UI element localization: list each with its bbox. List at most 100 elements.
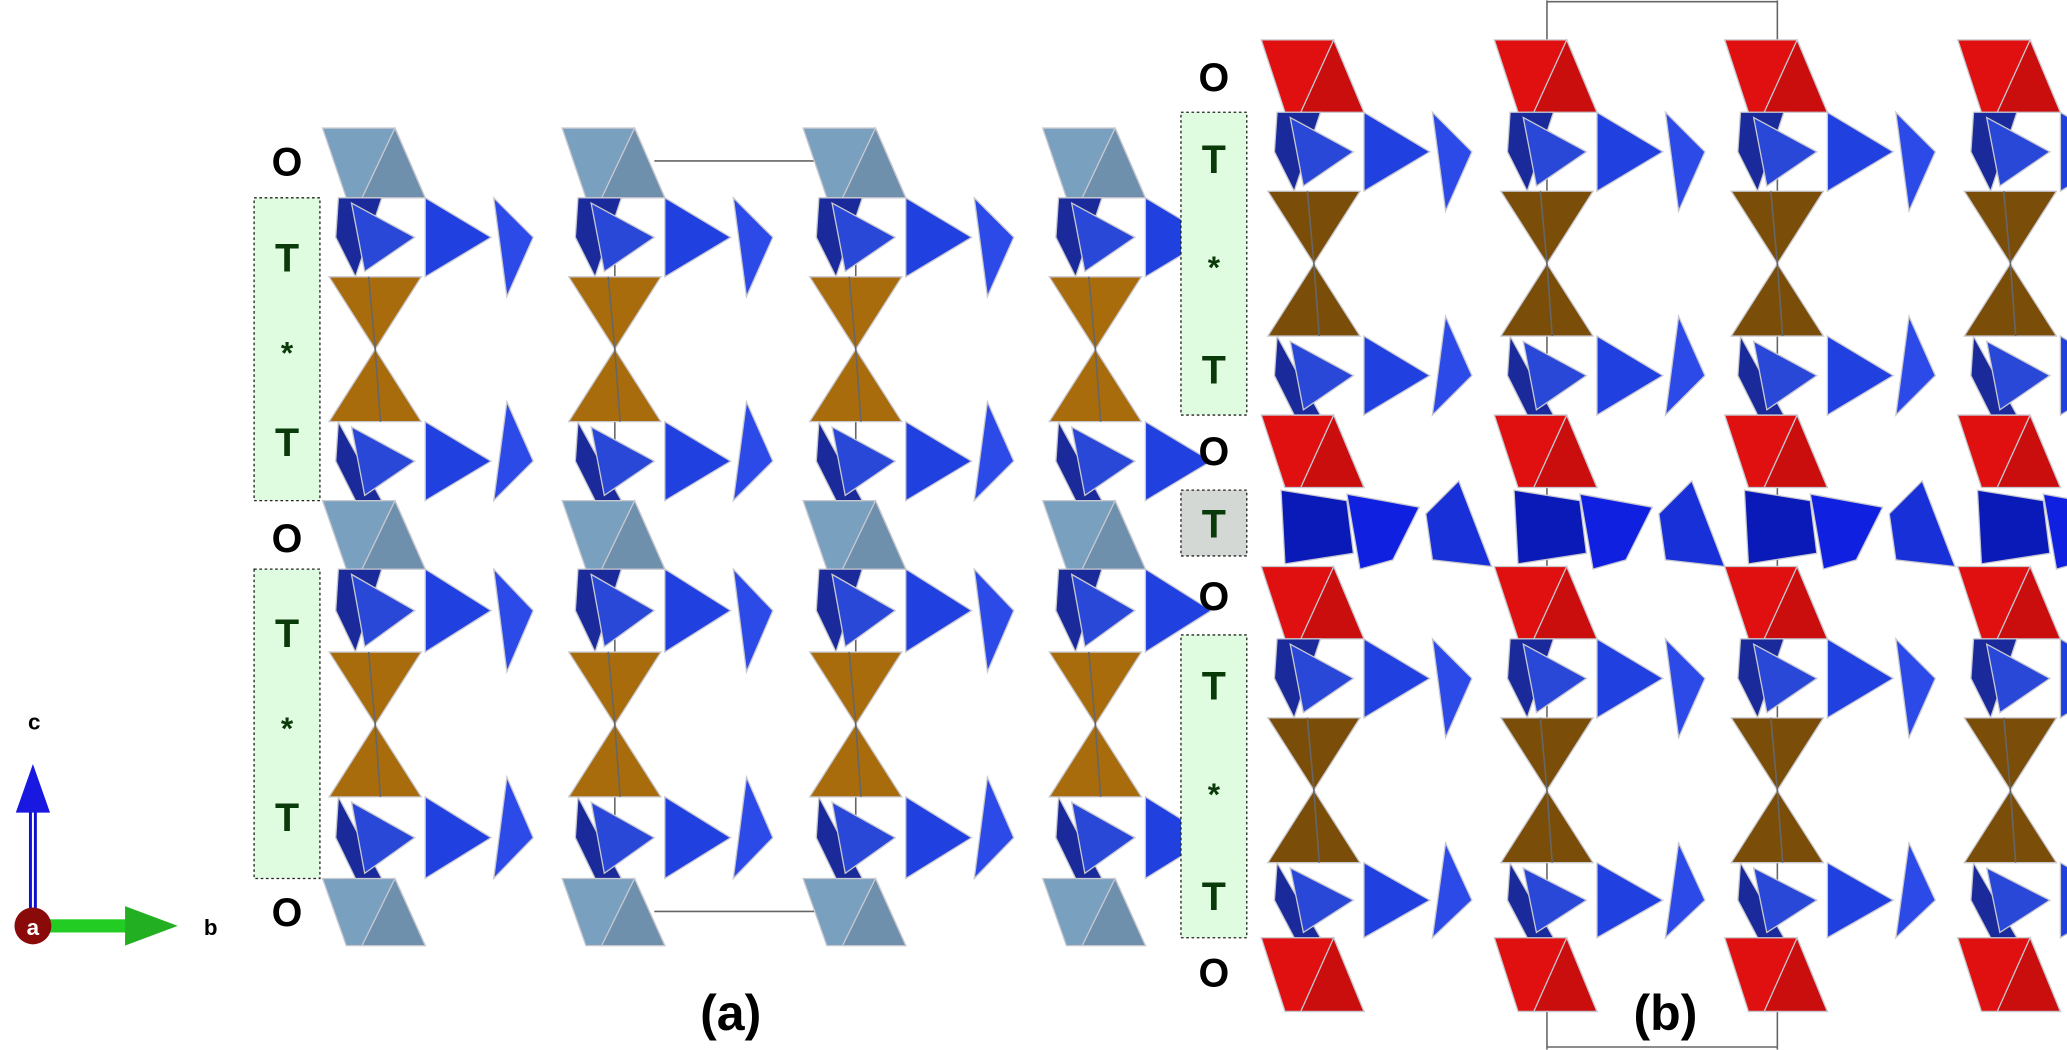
b-axis-arrowhead <box>125 906 178 946</box>
tetrahedron <box>1363 637 1432 720</box>
tetrahedron <box>664 420 732 502</box>
a-axis-label: a <box>27 915 40 940</box>
tetrahedron-dark <box>1579 493 1654 570</box>
octahedron-face <box>600 876 666 947</box>
tetrahedron-brown <box>1963 262 2058 337</box>
tetrahedron <box>1985 866 2052 934</box>
tetrahedron <box>1289 642 1355 714</box>
tetrahedron <box>1522 642 1588 714</box>
tetrahedron <box>1894 840 1937 940</box>
edge <box>1776 263 1784 337</box>
tetrahedron <box>732 195 774 299</box>
tetrahedron-brown <box>567 348 663 423</box>
tetrahedron <box>1826 334 1895 417</box>
octahedron-face <box>1299 564 1365 640</box>
tetrahedron <box>973 774 1015 881</box>
tetrahedron <box>1752 340 1819 411</box>
octahedron-face <box>841 876 907 947</box>
tetrahedron <box>664 567 732 654</box>
tetrahedron <box>590 201 656 273</box>
tetrahedral-layer-label: T <box>1202 664 1226 708</box>
tetrahedron-brown <box>1499 717 1595 792</box>
edge <box>2009 263 2017 337</box>
tetrahedron <box>1070 201 1137 273</box>
tetrahedron-brown <box>1048 348 1143 423</box>
tetrahedron <box>424 420 493 502</box>
tetrahedron-dark <box>1425 479 1493 568</box>
tetrahedron-brown <box>327 651 423 726</box>
octahedron-face <box>841 126 907 199</box>
tetrahedron <box>1664 840 1706 940</box>
b-axis-label: b <box>204 915 218 940</box>
tetrahedron <box>1985 642 2052 714</box>
edge <box>1769 191 1779 264</box>
edge <box>367 651 377 725</box>
octahedron-face <box>600 499 666 570</box>
tetrahedral-layer-label: T <box>275 237 299 281</box>
tetrahedron <box>1752 116 1819 188</box>
tetrahedron-brown <box>1266 789 1362 864</box>
panel-b-caption: (b) <box>1634 985 1698 1041</box>
tetrahedron <box>905 795 973 880</box>
tetrahedron-brown <box>808 723 904 798</box>
tetrahedron <box>1289 116 1355 188</box>
tetrahedron <box>1664 637 1706 741</box>
tetrahedron-brown <box>1499 262 1595 337</box>
tetrahedron-brown <box>808 276 904 351</box>
octahedral-layer-label: O <box>272 517 303 561</box>
tetrahedron-brown <box>1048 723 1143 798</box>
edge <box>1539 717 1548 791</box>
octahedron-face <box>1299 936 1365 1013</box>
tetrahedron <box>590 425 656 497</box>
b-axis-shaft <box>32 919 128 933</box>
edge <box>854 349 862 422</box>
tetrahedron-brown <box>567 651 663 726</box>
tetrahedron <box>350 201 416 273</box>
octahedron-face <box>360 876 427 947</box>
edge <box>367 276 377 350</box>
tetrahedron <box>492 774 534 881</box>
octahedron-face <box>361 499 427 570</box>
tetrahedron <box>2059 334 2067 417</box>
tetrahedron <box>831 201 897 273</box>
edge <box>1776 790 1784 863</box>
tetrahedron <box>1144 420 1213 502</box>
tetrahedron-brown <box>1499 789 1595 864</box>
tetrahedron-dark <box>1888 479 1957 568</box>
tetrahedron <box>1144 795 1213 880</box>
octahedron-face <box>1081 126 1147 199</box>
tetrahedron <box>590 800 656 875</box>
tetrahedron-brown <box>1266 262 1362 337</box>
tetrahedral-layer-label: T <box>275 796 299 840</box>
octahedron-face <box>1299 38 1365 113</box>
tetrahedron <box>664 196 732 278</box>
tetrahedron <box>1894 110 1937 214</box>
edge <box>1094 724 1102 797</box>
interlayer-marker: * <box>281 335 294 371</box>
tetrahedron <box>905 567 973 654</box>
tetrahedron <box>1144 567 1213 654</box>
octahedron-face <box>1763 38 1829 113</box>
octahedral-layer-label: O <box>1199 951 1230 995</box>
tetrahedron <box>905 196 973 278</box>
octahedron-face <box>361 126 427 199</box>
tetrahedron <box>1289 340 1355 411</box>
tetrahedron <box>732 567 774 675</box>
edge <box>614 349 621 422</box>
edge <box>614 724 621 797</box>
tetrahedron <box>1596 637 1665 720</box>
edge <box>1088 651 1097 725</box>
octahedral-layer-label: O <box>272 140 303 184</box>
edge <box>374 724 382 797</box>
tetrahedron <box>1826 861 1895 939</box>
tetrahedron <box>831 425 897 497</box>
tetrahedron-brown <box>1048 276 1143 351</box>
edge <box>1094 349 1102 422</box>
tetrahedron <box>424 196 493 278</box>
tetrahedron-brown <box>808 651 904 726</box>
tetrahedron <box>831 573 897 648</box>
tetrahedral-layer-label: T <box>275 421 299 465</box>
interlayer-marker: * <box>1208 249 1221 285</box>
